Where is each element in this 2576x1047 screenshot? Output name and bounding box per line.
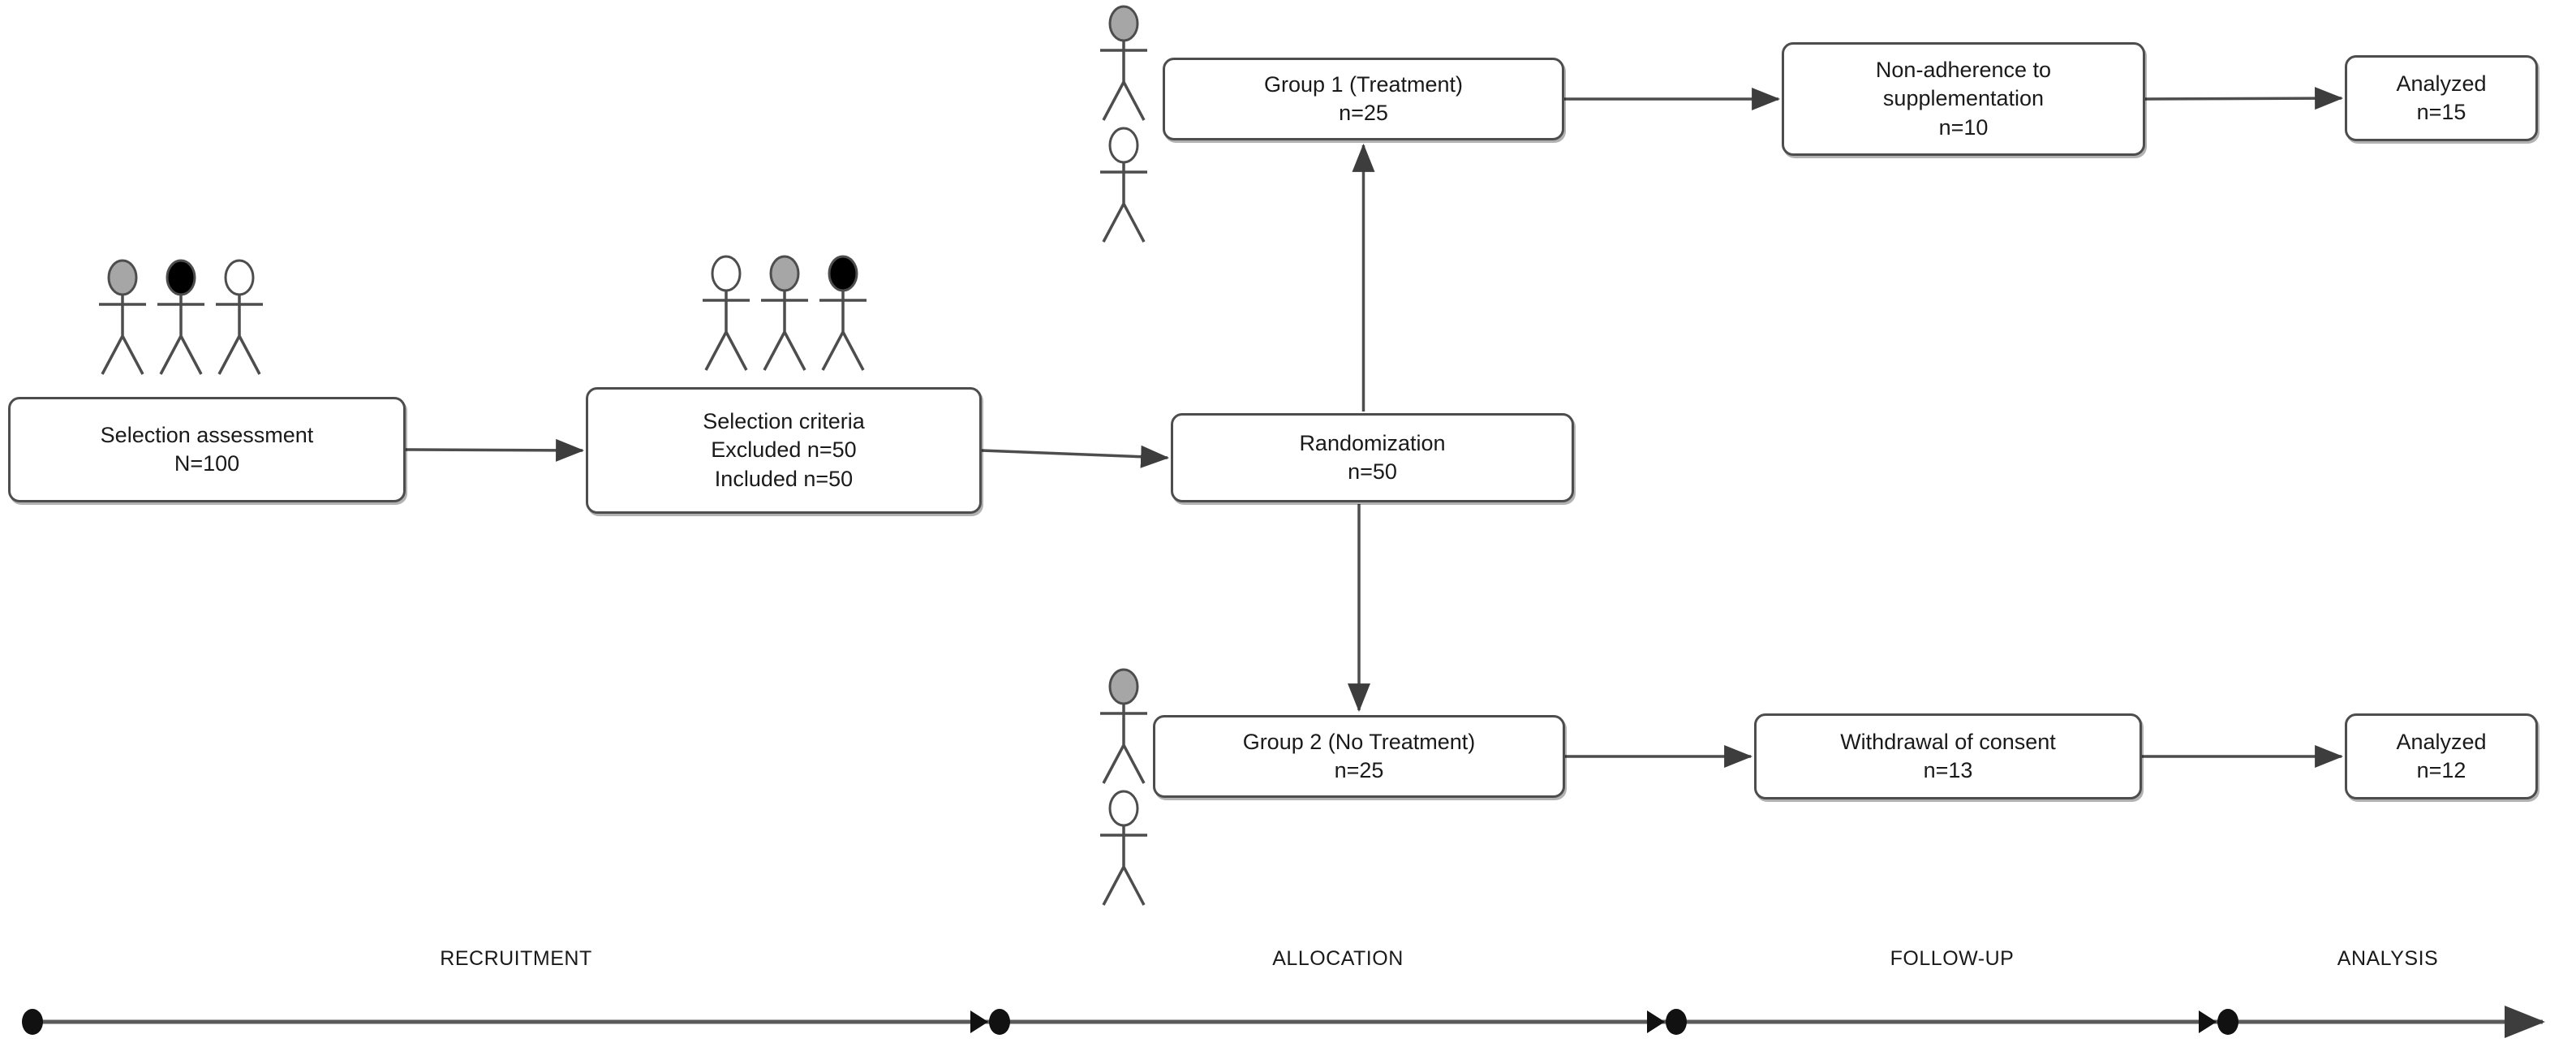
stick-figure-svg bbox=[703, 255, 867, 371]
figure-head bbox=[1108, 668, 1139, 705]
arrow-criteria-to-randomization bbox=[981, 445, 1170, 468]
figure-body bbox=[1100, 704, 1147, 784]
analyzed-group-1-box: Analyzed n=15 bbox=[2345, 55, 2538, 141]
stick-figures-group-2 bbox=[1097, 667, 1150, 911]
stick-figure-gray-head bbox=[99, 259, 146, 375]
figure-body bbox=[1100, 825, 1147, 906]
timeline-segment-arrow bbox=[970, 1010, 988, 1033]
phase-label-recruitment: RECRUITMENT bbox=[440, 947, 592, 970]
phase-label-analysis: ANALYSIS bbox=[2337, 947, 2439, 970]
node-text-line: n=25 bbox=[1334, 758, 1384, 782]
stick-figure-white-head bbox=[1100, 127, 1147, 243]
figure-body bbox=[1100, 41, 1147, 121]
stick-figures-recruitment bbox=[96, 258, 266, 380]
group-2-no-treatment-box: Group 2 (No Treatment) n=25 bbox=[1153, 715, 1565, 798]
stick-figure-white-head bbox=[703, 255, 750, 371]
node-text-line: n=13 bbox=[1923, 758, 1973, 782]
figure-head bbox=[769, 255, 800, 292]
node-text-line: Included n=50 bbox=[714, 466, 854, 491]
stick-figure-black-head bbox=[819, 255, 867, 371]
arrow-non-adherence-to-analyzed bbox=[2144, 87, 2344, 110]
figure-head bbox=[1108, 127, 1139, 164]
stick-figure-gray-head bbox=[761, 255, 808, 371]
analyzed-group-2-box: Analyzed n=12 bbox=[2345, 713, 2538, 799]
node-text-line: Randomization bbox=[1299, 430, 1446, 455]
figure-body bbox=[216, 295, 263, 375]
node-text-line: Selection assessment bbox=[100, 422, 314, 447]
node-text-line: n=12 bbox=[2416, 758, 2466, 782]
stick-figure-gray-head bbox=[1100, 5, 1147, 121]
randomization-box: Randomization n=50 bbox=[1171, 413, 1574, 502]
figure-body bbox=[1100, 162, 1147, 243]
timeline-marker-dot bbox=[22, 1009, 43, 1035]
figure-head bbox=[1108, 790, 1139, 827]
group-1-treatment-box: Group 1 (Treatment) n=25 bbox=[1163, 58, 1564, 140]
node-text-line: Non-adherence to bbox=[1875, 58, 2052, 83]
timeline-marker-dot bbox=[989, 1009, 1010, 1035]
figure-head bbox=[1108, 5, 1139, 42]
timeline-group bbox=[22, 1006, 2546, 1038]
stick-figures-screened bbox=[699, 254, 870, 376]
figure-body bbox=[703, 291, 750, 371]
node-text-line: Analyzed bbox=[2396, 71, 2487, 96]
non-adherence-box: Non-adherence to supplementation n=10 bbox=[1782, 42, 2145, 156]
node-text-line: Excluded n=50 bbox=[711, 437, 857, 463]
node-text-line: Withdrawal of consent bbox=[1840, 729, 2056, 754]
node-text-line: Group 1 (Treatment) bbox=[1263, 71, 1464, 97]
node-text-line: Group 2 (No Treatment) bbox=[1242, 729, 1476, 754]
node-text-line: n=50 bbox=[1348, 459, 1397, 484]
timeline-marker-dot bbox=[2217, 1009, 2238, 1035]
node-text-line: Selection criteria bbox=[703, 409, 865, 434]
phase-label-allocation: ALLOCATION bbox=[1272, 947, 1404, 970]
timeline-marker-dot bbox=[1666, 1009, 1687, 1035]
node-text-line: supplementation bbox=[1882, 86, 2045, 111]
stick-figure-black-head bbox=[157, 259, 204, 375]
stick-figure-svg bbox=[99, 259, 263, 375]
figure-head bbox=[166, 259, 196, 296]
figure-head bbox=[224, 259, 255, 296]
timeline-segment-arrow bbox=[1647, 1010, 1665, 1033]
stick-figure-gray-head bbox=[1100, 668, 1147, 784]
figure-body bbox=[157, 295, 204, 375]
node-text-line: n=25 bbox=[1339, 101, 1388, 125]
stick-figures-group-1 bbox=[1097, 4, 1150, 248]
timeline-segment-arrow bbox=[2199, 1010, 2217, 1033]
stick-figure-white-head bbox=[1100, 790, 1147, 906]
node-text-line: n=10 bbox=[1938, 114, 1989, 140]
withdrawal-of-consent-box: Withdrawal of consent n=13 bbox=[1754, 713, 2142, 799]
figure-head bbox=[107, 259, 138, 296]
phase-label-follow-up: FOLLOW-UP bbox=[1890, 947, 2015, 970]
stick-figure-svg bbox=[1100, 5, 1147, 243]
node-text-line: N=100 bbox=[174, 451, 240, 476]
stick-figure-svg bbox=[1100, 668, 1147, 906]
figure-head bbox=[828, 255, 858, 292]
stick-figure-white-head bbox=[216, 259, 263, 375]
figure-body bbox=[99, 295, 146, 375]
node-text-line: Analyzed bbox=[2396, 729, 2487, 754]
figure-head bbox=[711, 255, 742, 292]
figure-body bbox=[819, 291, 867, 371]
node-text-line: n=15 bbox=[2416, 100, 2466, 124]
figure-body bbox=[761, 291, 808, 371]
